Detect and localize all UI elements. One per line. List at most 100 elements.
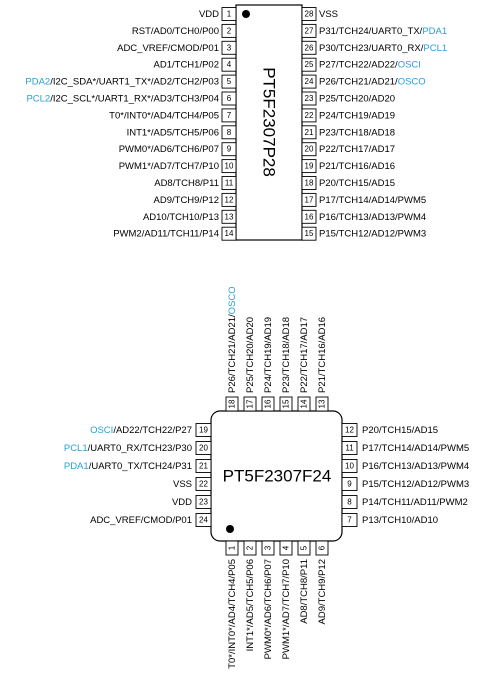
pin-number: 19 [199, 426, 208, 435]
pin-number: 16 [305, 212, 314, 221]
pin-box [341, 423, 358, 437]
pin-number: 7 [347, 516, 352, 525]
pin-label: P20/TCH15/AD15 [319, 178, 395, 189]
pin-function: P15/TCH12/AD12/PWM3 [362, 479, 469, 490]
package-28pin: PT5F2307P28 1VDD2RST/AD0/TCH0/P003ADC_VR… [25, 4, 447, 241]
pin-number: 19 [305, 162, 314, 171]
pin-function: AD10/TCH10/P13 [143, 211, 219, 222]
pin-label: T0*/INT0*/AD4/TCH4/P05 [109, 110, 219, 121]
pin-box [221, 125, 237, 140]
chip-title-24: PT5F2307F24 [223, 467, 332, 486]
pin-function-accent: OSCI [90, 425, 113, 436]
pin-function: INT1*/AD5/TCH5/P06 [127, 127, 219, 138]
pin-box [221, 40, 237, 55]
pin-box [301, 226, 317, 241]
pin-number: 23 [305, 94, 314, 103]
pin-number: 27 [305, 26, 314, 35]
pin-box [301, 23, 317, 38]
pin-function: P16/TCH13/AD13/PWM4 [362, 461, 469, 472]
pin-function: P31/TCH24/UART0_TX/ [319, 25, 423, 36]
pin-function: VDD [199, 9, 219, 20]
pin-number: 12 [345, 426, 354, 435]
pin-label: P25/TCH20/AD20 [319, 93, 395, 104]
pin-number: 3 [264, 545, 273, 550]
pin-label: T0*/INT0*/AD4/TCH4/P05 [227, 559, 238, 669]
pin-number: 6 [318, 545, 327, 550]
pin-label: PWM0*/AD6/TCH6/P07 [263, 559, 274, 659]
pin-function: PWM1*/AD7/TCH7/P10 [281, 559, 292, 659]
pin-function-accent: OSCI [398, 59, 421, 70]
pin-label: P26/TCH21/AD21/OSCO [227, 286, 238, 393]
pin-function: P26/TCH21/AD21/ [319, 76, 398, 87]
pin-number: 16 [264, 399, 273, 408]
pin-number: 17 [246, 399, 255, 408]
pin-box [221, 192, 237, 207]
pin-label: AD8/TCH8/P11 [299, 559, 310, 624]
pin-number: 7 [227, 111, 232, 120]
pin-number: 22 [199, 480, 208, 489]
pin-function: AD8/TCH8/P11 [299, 559, 310, 624]
pin-box [341, 441, 358, 455]
pin-box [297, 540, 311, 556]
pin-function: INT1*/AD5/TCH5/P06 [245, 559, 256, 651]
pin-label: P15/TCH12/AD12/PWM3 [362, 479, 469, 490]
pin-label: VDD [199, 9, 219, 20]
pin-label: OSCI/AD22/TCH22/P27 [90, 425, 192, 436]
pin-box [301, 40, 317, 55]
pin-box [221, 91, 237, 106]
pin-function-accent: PCL1 [64, 443, 88, 454]
pin-function: P22/TCH17/AD17 [299, 317, 310, 393]
pin-function: P15/TCH12/AD12/PWM3 [319, 228, 426, 239]
pin-number: 18 [305, 179, 314, 188]
pin-function: P25/TCH20/AD20 [245, 317, 256, 393]
pin-number: 2 [227, 26, 232, 35]
package-24pin: PT5F2307F24 18P26/TCH21/AD21/OSCO17P25/T… [64, 286, 469, 669]
pin-box [221, 226, 237, 241]
pin-function-accent: OSCO [227, 286, 238, 314]
pin-function: AD9/TCH9/P12 [317, 559, 328, 624]
pin-number: 25 [305, 60, 314, 69]
pin-box [221, 23, 237, 38]
pin-function: P26/TCH21/AD21/ [227, 314, 238, 393]
pin-box [195, 459, 212, 473]
pin-function: P20/TCH15/AD15 [319, 178, 395, 189]
pin-number: 10 [345, 462, 354, 471]
pin-number: 5 [300, 545, 309, 550]
pin-label: VSS [319, 9, 338, 20]
pin-function: P23/TCH18/AD18 [319, 127, 395, 138]
pin-label: AD9/TCH9/P12 [154, 194, 219, 205]
pin-number: 20 [305, 145, 314, 154]
pin-function: PWM1*/AD7/TCH7/P10 [119, 161, 219, 172]
pin-function: AD9/TCH9/P12 [154, 194, 219, 205]
pin-function: P22/TCH17/AD17 [319, 144, 395, 155]
pin-label: RST/AD0/TCH0/P00 [132, 25, 219, 36]
pin-function-accent: PDA2 [25, 76, 50, 87]
pin-function: /UART0_RX/TCH23/P30 [88, 443, 192, 454]
pin-label: P26/TCH21/AD21/OSCO [319, 76, 426, 87]
pin-label: PDA1/UART0_TX/TCH24/P31 [64, 461, 192, 472]
pin-function: P25/TCH20/AD20 [319, 93, 395, 104]
pin-number: 24 [305, 77, 314, 86]
pin-number: 28 [305, 10, 314, 19]
pin-label: PDA2/I2C_SDA*/UART1_TX*/AD2/TCH2/P03 [25, 76, 219, 87]
pin-label: P24/TCH19/AD19 [319, 110, 395, 121]
pin-number: 1 [227, 10, 232, 19]
pin-box [195, 441, 212, 455]
pin-list-24-bottom: 1T0*/INT0*/AD4/TCH4/P052INT1*/AD5/TCH5/P… [225, 540, 329, 669]
pin-box [221, 57, 237, 72]
pin-number: 13 [225, 212, 234, 221]
chip-title-28: PT5F2307P28 [260, 67, 279, 177]
pin-function: P24/TCH19/AD19 [319, 110, 395, 121]
pin-box [301, 7, 317, 21]
pin-number: 8 [347, 498, 352, 507]
chip-body-28 [235, 4, 303, 241]
pin-box [315, 540, 329, 556]
pin-function: P20/TCH15/AD15 [362, 425, 438, 436]
pin-function: P23/TCH18/AD18 [281, 317, 292, 393]
pin-number: 6 [227, 94, 232, 103]
pin-box [195, 423, 212, 437]
pin-box [279, 396, 293, 412]
pin-box [301, 74, 317, 89]
pin-box [301, 125, 317, 140]
